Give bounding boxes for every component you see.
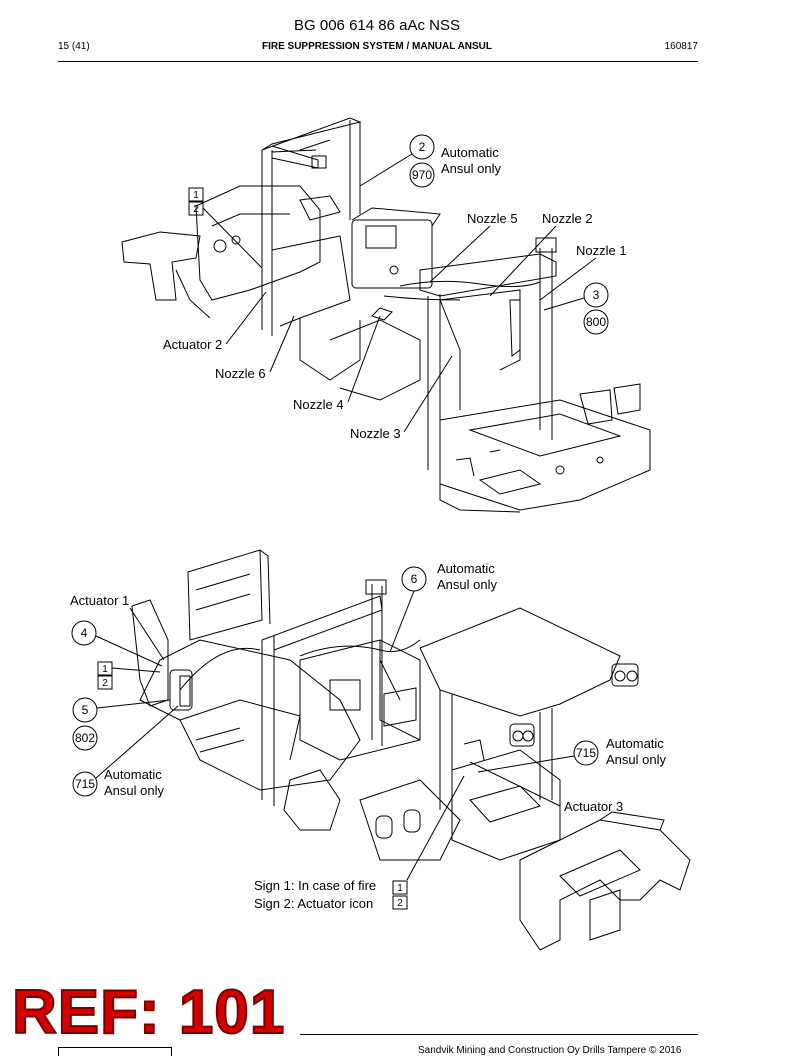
callout-circle: [72, 725, 98, 751]
sign-legend-1: Sign 1: In case of fire: [254, 878, 376, 893]
sign-box: [97, 675, 113, 690]
bottom-callout-text: 6 Automatic Ansul only Actuator 1 4 1 2 …: [70, 561, 666, 911]
legend-box-1: 1: [397, 883, 403, 894]
bottom-machine-drawing: [131, 549, 691, 951]
callout-circle: [583, 282, 609, 308]
automatic-label: Automatic: [437, 561, 495, 576]
automatic-label: Automatic: [104, 767, 162, 782]
callout-item-6: 6: [411, 572, 418, 586]
sign-box-2: 2: [193, 204, 199, 215]
callout-circle: [71, 620, 97, 646]
ansul-only-label: Ansul only: [437, 577, 497, 592]
legend-box-2: 2: [397, 898, 403, 909]
label-actuator-2: Actuator 2: [163, 337, 222, 352]
sign-box-2: 2: [102, 678, 108, 689]
header-rule: [58, 61, 698, 62]
sign-box-1: 1: [193, 190, 199, 201]
callout-qty-802: 802: [75, 731, 95, 745]
footer-copyright: Sandvik Mining and Construction Oy Drill…: [418, 1045, 682, 1056]
sign-box: [188, 187, 204, 202]
sign-box-1: 1: [102, 664, 108, 675]
bottom-callouts: [71, 566, 599, 910]
label-nozzle-3: Nozzle 3: [350, 426, 401, 441]
callout-circle: [72, 697, 98, 723]
document-title: BG 006 614 86 aAc NSS: [294, 17, 460, 34]
callout-item-4: 4: [81, 626, 88, 640]
sign-legend-2: Sign 2: Actuator icon: [254, 896, 373, 911]
label-nozzle-1: Nozzle 1: [576, 243, 627, 258]
top-callout-text: 2 970 Automatic Ansul only 1 2 Nozzle 5 …: [163, 140, 627, 441]
footer-logo: [58, 1047, 172, 1056]
callout-qty-970: 970: [412, 168, 432, 182]
section-title: FIRE SUPPRESSION SYSTEM / MANUAL ANSUL: [261, 41, 493, 52]
footer-rule: [300, 1034, 698, 1035]
top-callouts: [188, 134, 609, 433]
label-nozzle-6: Nozzle 6: [215, 366, 266, 381]
callout-item-2: 2: [419, 140, 426, 154]
label-actuator-3: Actuator 3: [564, 799, 623, 814]
callout-item-5: 5: [82, 703, 89, 717]
automatic-label: Automatic: [441, 145, 499, 160]
callout-circle: [573, 740, 599, 766]
callout-qty-715-right: 715: [576, 746, 596, 760]
label-actuator-1: Actuator 1: [70, 593, 129, 608]
callout-circle: [409, 134, 435, 160]
top-machine-drawing: [121, 117, 651, 513]
sign-box: [392, 895, 408, 910]
automatic-label: Automatic: [606, 736, 664, 751]
label-nozzle-2: Nozzle 2: [542, 211, 593, 226]
label-nozzle-4: Nozzle 4: [293, 397, 344, 412]
label-nozzle-5: Nozzle 5: [467, 211, 518, 226]
callout-qty-800: 800: [586, 315, 606, 329]
ansul-only-label: Ansul only: [104, 783, 164, 798]
page-number: 15 (41): [58, 41, 90, 52]
callout-circle: [583, 309, 609, 335]
callout-circle: [72, 771, 98, 797]
callout-circle: [409, 162, 435, 188]
ref-stamp: REF: 101: [11, 978, 286, 1047]
sign-box: [392, 880, 408, 895]
document-date: 160817: [664, 41, 698, 52]
ansul-only-label: Ansul only: [606, 752, 666, 767]
ansul-only-label: Ansul only: [441, 161, 501, 176]
callout-qty-715-left: 715: [75, 777, 95, 791]
callout-item-3: 3: [593, 288, 600, 302]
